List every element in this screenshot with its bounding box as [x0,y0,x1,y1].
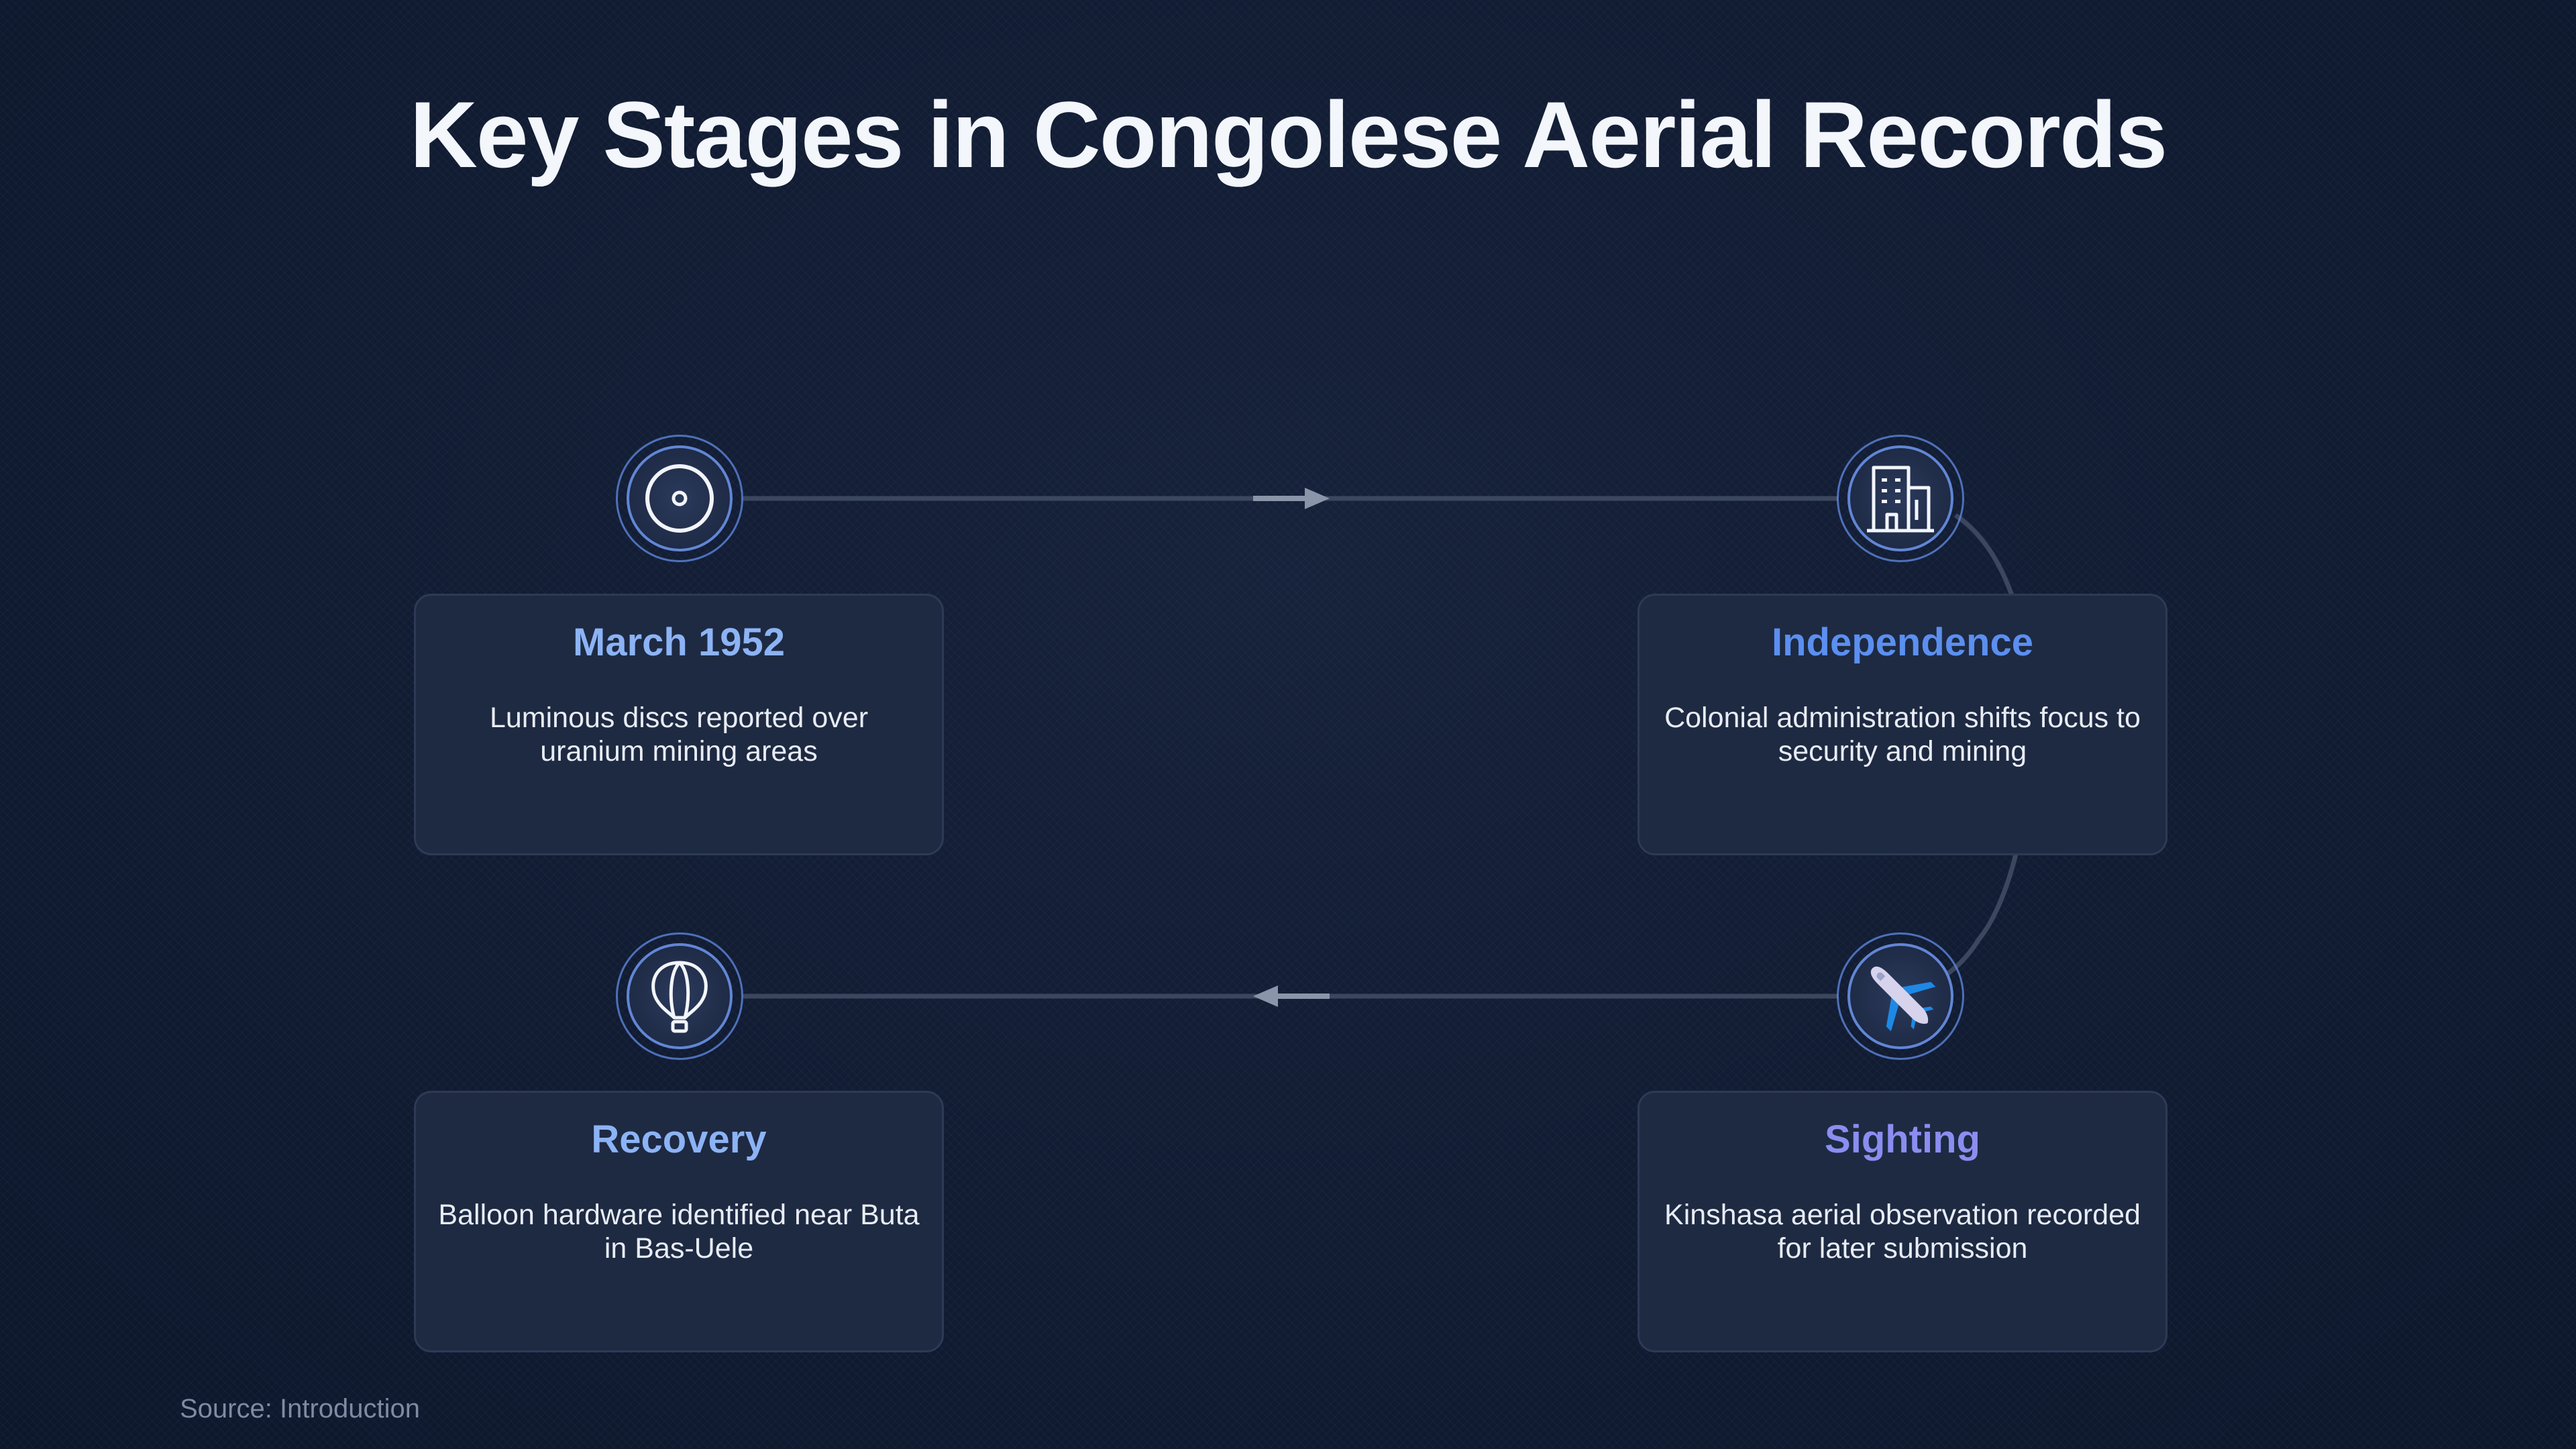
stage-title: Independence [1772,621,2033,664]
arrow-right-icon [1253,488,1330,509]
stage-card-march-1952: March 1952 Luminous discs reported over … [414,594,944,855]
stage-node-sighting [1837,932,1964,1060]
stage-node-march-1952 [616,435,743,562]
stage-description: Luminous discs reported over uranium min… [489,702,869,767]
stage-title: Sighting [1825,1118,1980,1161]
stage-title: March 1952 [573,621,785,664]
stage-card-sighting: Sighting Kinshasa aerial observation rec… [1638,1091,2167,1352]
stage-description: Colonial administration shifts focus to … [1664,702,2141,767]
building-icon [1867,466,1934,533]
stage-node-recovery [616,932,743,1060]
airplane-icon [1870,966,1936,1032]
stage-card-recovery: Recovery Balloon hardware identified nea… [414,1091,944,1352]
page-title: Key Stages in Congolese Aerial Records [409,82,2168,187]
source-note: Source: Introduction [180,1394,420,1424]
disc-icon [645,464,714,533]
stage-card-independence: Independence Colonial administration shi… [1638,594,2167,855]
stage-node-independence [1837,435,1964,562]
stage-description: Kinshasa aerial observation recorded for… [1664,1199,2141,1265]
stage-description: Balloon hardware identified near Buta in… [438,1199,920,1265]
hot-air-balloon-icon [651,961,708,1033]
stage-title: Recovery [591,1118,767,1161]
arrow-left-icon [1253,985,1330,1007]
